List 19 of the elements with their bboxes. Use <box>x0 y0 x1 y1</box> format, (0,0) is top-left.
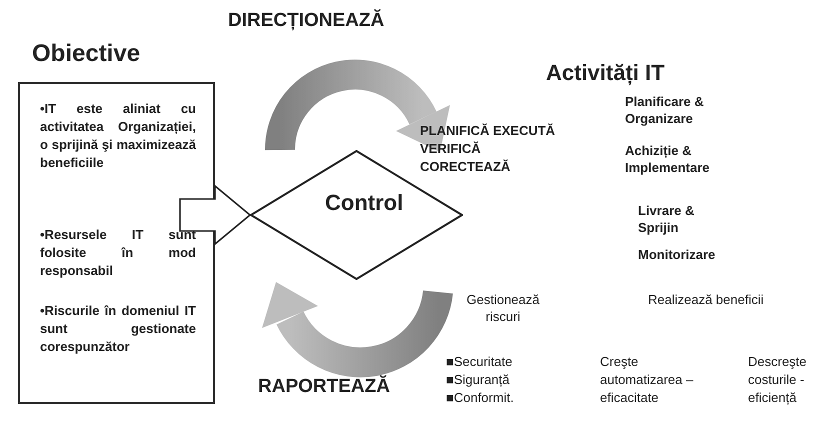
benefit-text: Descreşte costurile - eficiență <box>748 353 808 407</box>
objective-text: •Riscurile în domeniul IT sunt gestionate corespunzător <box>40 302 196 356</box>
block-arrow <box>179 184 252 246</box>
objective-text: •IT este aliniat cu activitatea Organizației, o sprijină şi maximizează beneficiile <box>40 100 196 172</box>
objective-text: •Resursele IT sunt folosite în mod responsabil <box>40 226 196 280</box>
activity-label: Achiziție & Implementare <box>625 142 711 176</box>
cycle-label: RAPORTEAZĂ <box>258 376 390 398</box>
goal-label: Gestionează riscuri <box>466 291 540 325</box>
diamond-label: Control <box>325 190 404 216</box>
activity-label: Livrare & Sprijin <box>638 202 696 236</box>
risk-list: ■Securitate ■Siguranță ■Conformit. <box>446 353 536 407</box>
section-heading: Activități IT <box>546 60 665 86</box>
benefit-text: Creşte automatizarea – eficacitate <box>600 353 694 407</box>
cycle-label: DIRECȚIONEAZĂ <box>228 10 384 32</box>
activity-label: Monitorizare <box>638 246 716 263</box>
section-heading: Obiective <box>32 40 140 68</box>
activity-label: Planificare & Organizare <box>625 93 705 127</box>
step-list: PLANIFICĂ EXECUTĂ VERIFICĂ CORECTEAZĂ <box>420 122 570 176</box>
goal-label: Realizează beneficii <box>648 291 764 308</box>
